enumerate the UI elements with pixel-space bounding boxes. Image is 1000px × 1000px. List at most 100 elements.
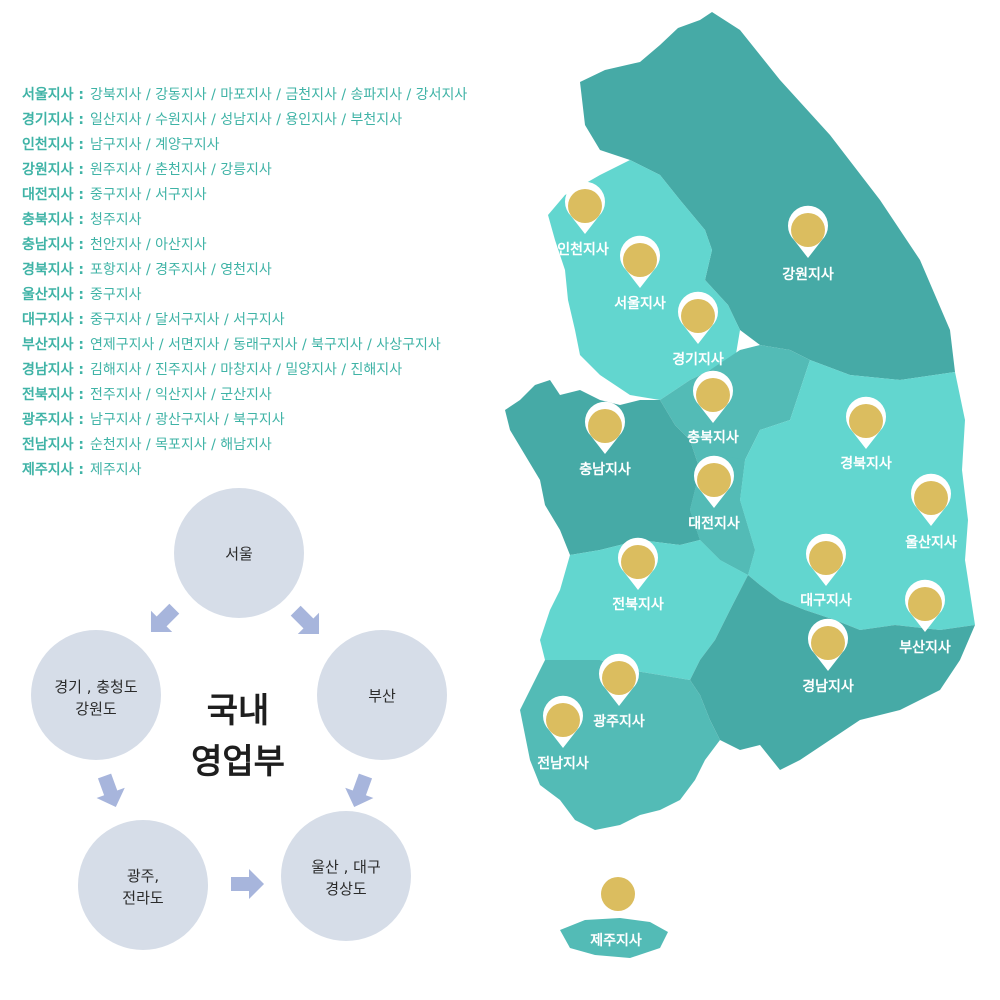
cycle-label-seoul: 서울 xyxy=(225,545,253,563)
region-chungnam xyxy=(505,380,700,555)
region-label: 서울지사 : xyxy=(22,87,84,103)
map-pin-icon xyxy=(808,618,848,671)
arrow-down-left-icon xyxy=(345,773,374,807)
region-gangwon xyxy=(580,12,955,380)
pin-label-gangwon: 강원지사 xyxy=(782,266,834,283)
region-label: 강원지사 : xyxy=(22,162,84,178)
branch-row: 부산지사 : 연제구지사 / 서면지사 / 동래구지사 / 북구지사 / 사상구지… xyxy=(22,333,467,358)
pin-label-daejeon: 대전지사 xyxy=(688,515,740,532)
map-pin-icon xyxy=(620,235,660,288)
sub-branches: 전주지사 / 익산지사 / 군산지사 xyxy=(90,387,272,403)
branch-row: 충북지사 : 청주지사 xyxy=(22,208,467,233)
map-pin-icon xyxy=(618,537,658,590)
map-pin-icon xyxy=(905,579,945,632)
region-label: 전남지사 : xyxy=(22,437,84,453)
sub-branches: 연제구지사 / 서면지사 / 동래구지사 / 북구지사 / 사상구지사 xyxy=(90,337,441,353)
map-pin-icon xyxy=(543,695,583,748)
cycle-label-busan: 부산 xyxy=(368,687,396,705)
map-pin-icon xyxy=(694,455,734,508)
region-jeonbuk xyxy=(540,540,748,680)
cycle-label-gyeonggi: 경기 , 충청도 xyxy=(54,678,138,696)
pin-label-jeju: 제주지사 xyxy=(590,933,642,949)
cycle-node-seoul xyxy=(174,488,304,618)
branch-row: 전남지사 :순천지사 / 목포지사 / 해남지사 xyxy=(22,433,467,458)
branch-row: 대전지사 : 중구지사 / 서구지사 xyxy=(22,183,467,208)
region-label: 울산지사 : xyxy=(22,287,84,303)
branch-row: 대구지사 :중구지사 / 달서구지사 / 서구지사 xyxy=(22,308,467,333)
region-label: 제주지사 : xyxy=(22,462,84,478)
branch-row: 강원지사 : 원주지사 / 춘천지사 / 강릉지사 xyxy=(22,158,467,183)
region-label: 대전지사 : xyxy=(22,187,84,203)
map-pin-icon xyxy=(788,205,828,258)
branch-row: 서울지사 : 강북지사 / 강동지사 / 마포지사 / 금천지사 / 송파지사 /… xyxy=(22,83,467,108)
map-pin-icon xyxy=(565,181,605,234)
arrow-right-down-icon xyxy=(290,605,320,635)
region-label: 부산지사 : xyxy=(22,337,84,353)
region-label: 경북지사 : xyxy=(22,262,84,278)
cycle-label-ulsan: 울산 , 대구 xyxy=(311,858,381,876)
sub-branches: 남구지사 / 계양구지사 xyxy=(90,137,220,153)
pin-label-busan: 부산지사 xyxy=(899,639,951,656)
cycle-label-gwangju: 전라도 xyxy=(122,889,164,907)
center-title: 영업부 xyxy=(191,742,285,782)
branch-row: 경북지사 : 포항지사 / 경주지사 / 영천지사 xyxy=(22,258,467,283)
pin-label-gyeonggi: 경기지사 xyxy=(672,351,724,368)
region-label: 경남지사 : xyxy=(22,362,84,378)
cycle-node-gwangju xyxy=(78,820,208,950)
map-pin-icon xyxy=(846,396,886,449)
branch-row: 전북지사 : 전주지사 / 익산지사 / 군산지사 xyxy=(22,383,467,408)
branch-row: 충남지사 : 천안지사 / 아산지사 xyxy=(22,233,467,258)
pin-label-gyeongnam: 경남지사 xyxy=(802,678,854,695)
pin-label-chungbuk: 충북지사 xyxy=(687,430,739,446)
sub-branches: 원주지사 / 춘천지사 / 강릉지사 xyxy=(90,162,272,178)
pin-label-daegu: 대구지사 xyxy=(800,593,852,609)
sub-branches: 청주지사 xyxy=(90,212,142,228)
branch-row: 광주지사 : 남구지사 / 광산구지사 / 북구지사 xyxy=(22,408,467,433)
arrow-right-icon xyxy=(231,869,264,899)
cycle-node-busan xyxy=(317,630,447,760)
branch-row: 제주지사 : 제주지사 xyxy=(22,458,467,483)
map-pin-icon xyxy=(601,877,635,911)
branch-row: 울산지사 : 중구지사 xyxy=(22,283,467,308)
cycle-node-gyeonggi xyxy=(31,630,161,760)
sub-branches: 중구지사 / 서구지사 xyxy=(90,187,207,203)
sub-branches: 김해지사 / 진주지사 / 마창지사 / 밀양지사 / 진해지사 xyxy=(90,362,403,378)
sub-branches: 강북지사 / 강동지사 / 마포지사 / 금천지사 / 송파지사 / 강서지사 xyxy=(90,87,468,103)
region-label: 경기지사 : xyxy=(22,112,84,128)
region-jeju xyxy=(560,918,668,958)
pin-label-seoul: 서울지사 xyxy=(614,295,666,312)
arrow-down-right-icon xyxy=(96,773,125,807)
map-pin-icon xyxy=(599,653,639,706)
region-label: 충북지사 : xyxy=(22,212,84,228)
branch-list: 서울지사 : 강북지사 / 강동지사 / 마포지사 / 금천지사 / 송파지사 /… xyxy=(22,83,467,483)
cycle-label-gwangju: 광주, xyxy=(127,867,159,885)
cycle-label-gyeonggi: 강원도 xyxy=(75,700,117,718)
pin-label-gwangju: 광주지사 xyxy=(593,713,645,730)
sub-branches: 제주지사 xyxy=(90,462,142,478)
sub-branches: 중구지사 xyxy=(90,287,142,303)
map-pin-icon xyxy=(693,370,733,423)
region-gyeongbuk xyxy=(740,360,975,630)
region-label: 충남지사 : xyxy=(22,237,84,253)
cycle-label-ulsan: 경상도 xyxy=(325,880,367,898)
pin-label-jeonnam: 전남지사 xyxy=(537,755,589,772)
pin-label-chungnam: 충남지사 xyxy=(579,461,631,478)
pin-label-gyeongbuk: 경북지사 xyxy=(840,455,892,472)
map-pin-icon xyxy=(678,291,718,344)
region-label: 전북지사 : xyxy=(22,387,84,403)
sub-branches: 천안지사 / 아산지사 xyxy=(90,237,207,253)
region-label: 인천지사 : xyxy=(22,137,84,153)
region-gyeongnam xyxy=(690,575,975,770)
map-pin-icon xyxy=(911,473,951,526)
map-pin-icon xyxy=(585,401,625,454)
sub-branches: 일산지사 / 수원지사 / 성남지사 / 용인지사 / 부천지사 xyxy=(90,112,403,128)
region-label: 광주지사 : xyxy=(22,412,84,428)
sub-branches: 남구지사 / 광산구지사 / 북구지사 xyxy=(90,412,285,428)
branch-row: 인천지사 : 남구지사 / 계양구지사 xyxy=(22,133,467,158)
arrow-down-left-icon xyxy=(150,603,180,633)
branch-row: 경남지사 : 김해지사 / 진주지사 / 마창지사 / 밀양지사 / 진해지사 xyxy=(22,358,467,383)
region-label: 대구지사 : xyxy=(22,312,84,328)
sub-branches: 포항지사 / 경주지사 / 영천지사 xyxy=(90,262,272,278)
